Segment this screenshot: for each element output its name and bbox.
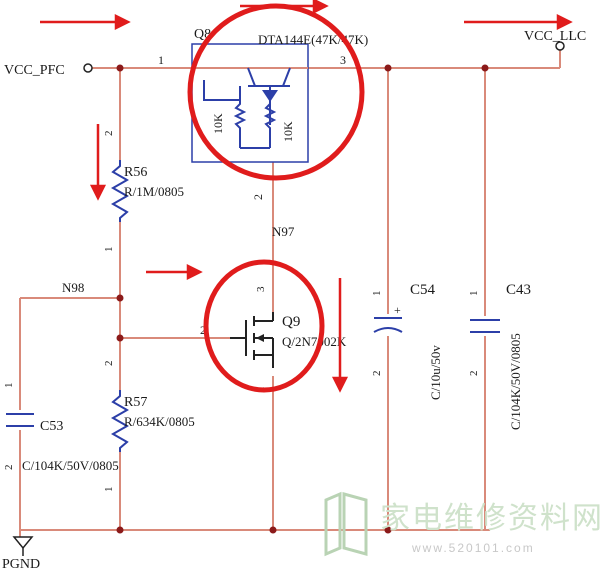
watermark-text: 家电维修资料网 (380, 502, 600, 535)
highlight-circle-q9 (203, 259, 325, 393)
junction-dot (116, 64, 124, 72)
net-label-n98: N98 (62, 280, 84, 295)
junctions (116, 64, 489, 534)
q9-pin-g: 2 (200, 323, 206, 337)
r57-resistor: R57 R/634K/0805 2 1 (103, 361, 195, 493)
q8-pin-1: 1 (158, 53, 164, 67)
ground-icon (12, 536, 34, 550)
capacitor-curved-plate-icon (373, 327, 403, 333)
q8-value: DTA144E(47K/47K) (258, 32, 368, 47)
junction-dot (116, 294, 124, 302)
c53-pin-bot: 2 (3, 465, 15, 471)
junction-dot (384, 526, 392, 534)
c53-ref: C53 (40, 419, 63, 434)
c43-ref: C43 (506, 282, 531, 298)
c43-capacitor: C43 C/104K/50V/0805 1 2 (468, 282, 531, 430)
c53-value: C/104K/50V/0805 (22, 458, 119, 473)
junction-dot (116, 334, 124, 342)
q8-pin-2: 2 (251, 194, 265, 200)
q8-transistor: 10K 10K Q8 DTA144E(47K/47K) 1 3 2 (158, 27, 368, 200)
watermark: 家电维修资料网 www.520101.com (324, 491, 600, 557)
q9-pin-d: 3 (255, 286, 267, 292)
c43-value: C/104K/50V/0805 (508, 333, 523, 430)
book-logo-icon (324, 491, 368, 557)
r57-value: R/634K/0805 (124, 414, 195, 429)
arrow-right-icon (312, 0, 329, 15)
net-label-n97: N97 (272, 224, 295, 239)
c54-pin-top: 1 (371, 291, 383, 297)
vcc-llc-terminal: VCC_LLC (524, 29, 586, 51)
arrow-right-icon (556, 13, 573, 31)
q9-mosfet: Q9 Q/2N7002K 3 2 1 (200, 280, 347, 392)
q9-value: Q/2N7002K (282, 334, 347, 349)
terminal-circle-icon (555, 41, 565, 51)
q8-resistor-2-icon (263, 103, 277, 148)
r57-ref: R57 (124, 395, 147, 410)
resistor-zigzag-icon (110, 160, 130, 222)
junction-dot (384, 64, 392, 72)
resistor-zigzag-icon (110, 390, 130, 452)
r57-pin-top: 2 (103, 361, 115, 367)
c53-capacitor: C53 C/104K/50V/0805 1 2 (3, 383, 119, 474)
pgnd-symbol: PGND (2, 536, 40, 572)
c54-capacitor: + C54 C/10u/50v 1 2 (371, 282, 443, 400)
arrow-down-icon (89, 184, 107, 201)
c54-ref: C54 (410, 282, 436, 298)
r56-value: R/1M/0805 (124, 184, 184, 199)
q8-pin-3: 3 (340, 53, 346, 67)
net-label-pgnd: PGND (2, 557, 40, 572)
net-label-vcc-pfc: VCC_PFC (4, 63, 65, 78)
c54-pin-bot: 2 (371, 371, 383, 377)
junction-dot (269, 526, 277, 534)
junction-dot (481, 64, 489, 72)
annotations (40, 0, 573, 393)
watermark-url: www.520101.com (411, 541, 535, 555)
r56-ref: R56 (124, 165, 147, 180)
r57-pin-bot: 1 (103, 487, 115, 493)
net-label-vcc-llc: VCC_LLC (524, 29, 586, 44)
terminal-circle-icon (83, 63, 93, 73)
junction-dot (116, 526, 124, 534)
c43-pin-top: 1 (468, 291, 480, 297)
q8-resistor-1-icon (233, 100, 247, 134)
r56-pin-bot: 1 (103, 247, 115, 253)
mosfet-arrow-icon (256, 334, 264, 342)
r56-resistor: R56 R/1M/0805 2 1 (103, 131, 184, 253)
c43-pin-bot: 2 (468, 371, 480, 377)
c54-polarity: + (394, 303, 401, 317)
c53-pin-top: 1 (3, 383, 15, 389)
q8-r1-label: 10K (211, 113, 225, 134)
arrow-down-icon (331, 376, 349, 393)
q9-ref: Q9 (282, 314, 300, 330)
arrow-right-icon (114, 13, 131, 31)
c54-value: C/10u/50v (428, 345, 443, 400)
arrow-right-icon (186, 263, 203, 281)
q8-r2-label: 10K (281, 121, 295, 142)
r56-pin-top: 2 (103, 131, 115, 137)
vcc-pfc-terminal: VCC_PFC (4, 63, 93, 78)
